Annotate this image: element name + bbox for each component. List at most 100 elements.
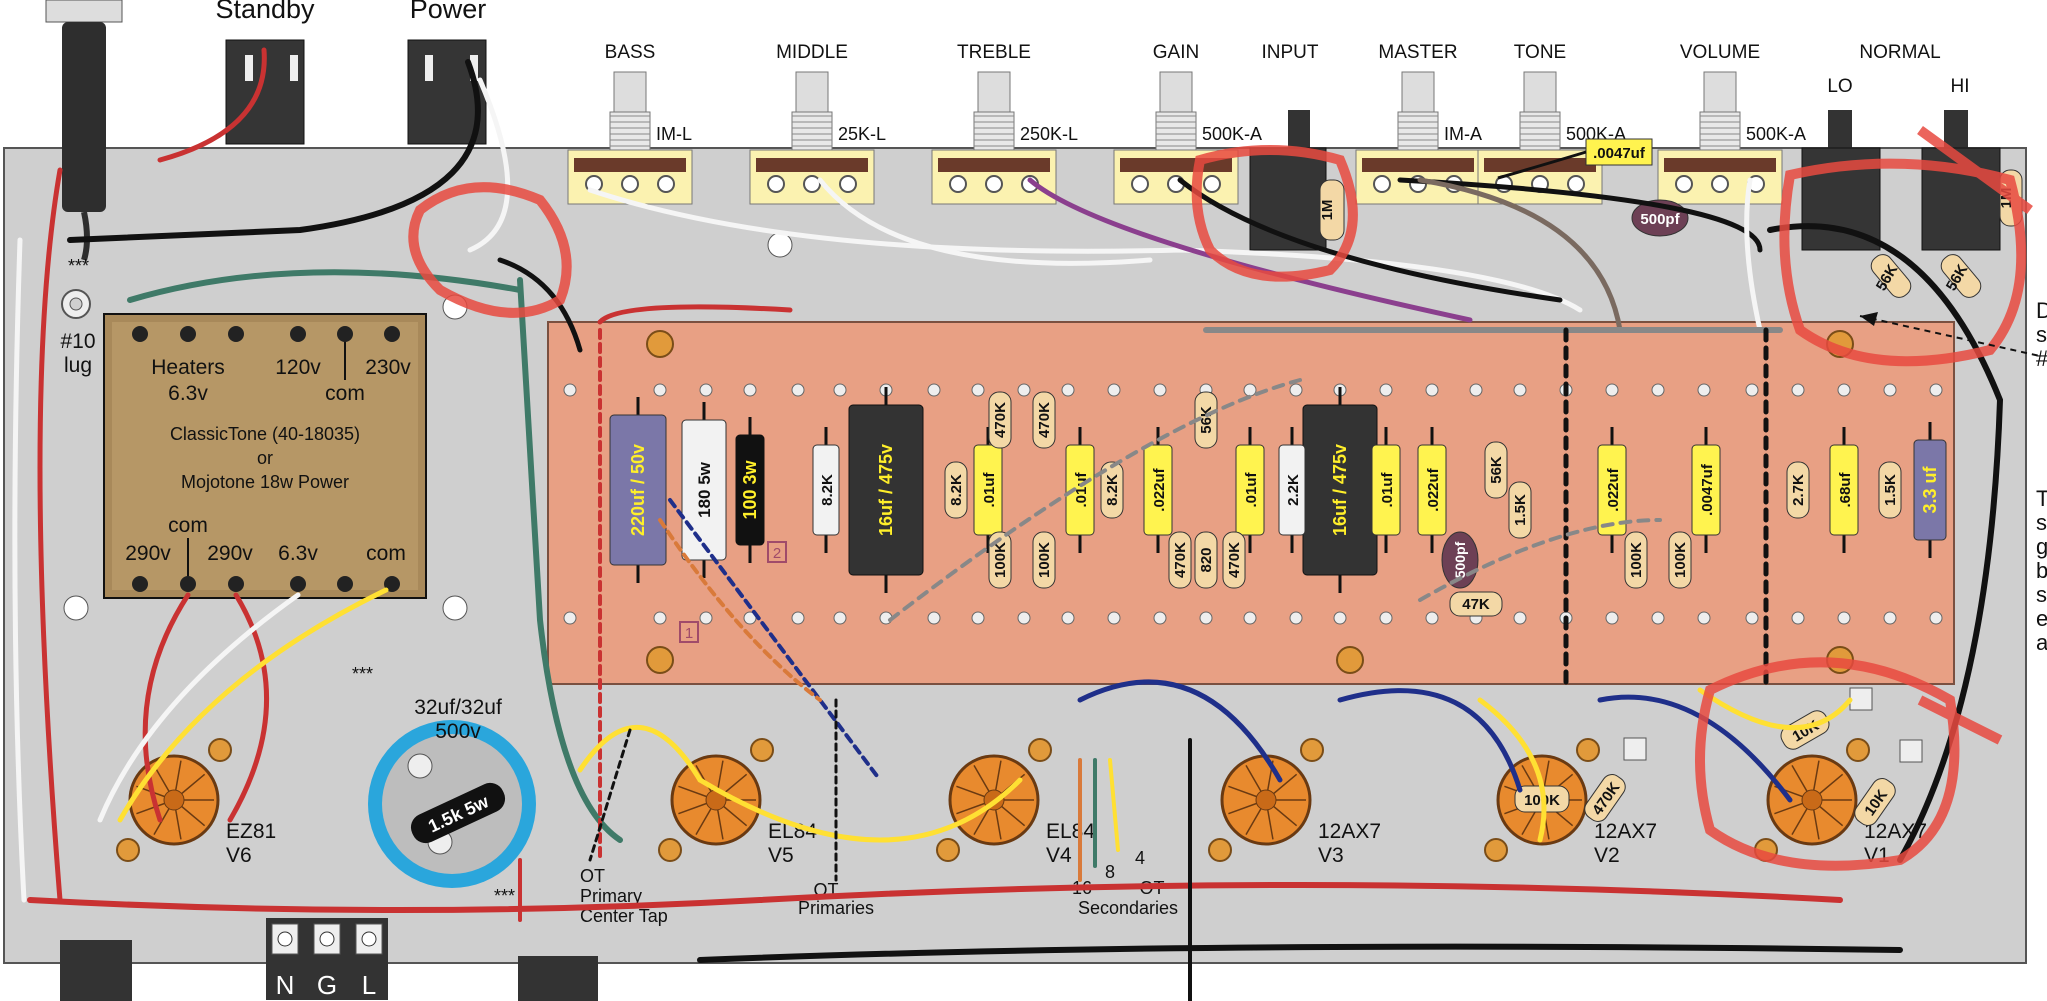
turret: [1199, 611, 1213, 625]
heaters-voltage: 6.3v: [168, 382, 208, 405]
side-note-char: s: [2036, 510, 2047, 535]
power-entry-n: N: [276, 970, 295, 1000]
pot-value: 500K-A: [1202, 124, 1262, 144]
turret: [1153, 383, 1167, 397]
turret: [1107, 383, 1121, 397]
svg-text:220uf / 50v: 220uf / 50v: [628, 444, 648, 536]
ot-center-tap-label: Center Tap: [580, 906, 668, 926]
power-label: Power: [410, 0, 487, 24]
turret: [653, 611, 667, 625]
turret: [1061, 611, 1075, 625]
filter-cap-can: 1.5k 5w 32uf/32uf 500v: [368, 696, 536, 888]
turret: [1017, 611, 1031, 625]
svg-text:16uf / 475v: 16uf / 475v: [876, 444, 896, 536]
resistor: 470K: [1032, 391, 1056, 449]
lo-jack[interactable]: [1828, 110, 1852, 150]
turret: [1791, 383, 1805, 397]
input-label: INPUT: [1262, 42, 1319, 63]
turret: [1651, 611, 1665, 625]
tube-position: V5: [768, 844, 794, 867]
pot-label: MASTER: [1378, 42, 1457, 63]
pot-label: GAIN: [1153, 42, 1199, 63]
resistor: 470K: [1168, 531, 1192, 589]
filter-cap-value: 32uf/32uf: [414, 696, 502, 719]
power-entry-g: G: [317, 970, 337, 1000]
turret: [833, 383, 847, 397]
turret: [1153, 611, 1167, 625]
svg-text:100K: 100K: [1672, 542, 1689, 578]
side-note-char: s: [2036, 322, 2047, 347]
bottom-com: com: [366, 542, 406, 565]
white-resistor-8k2: 8.2K: [812, 427, 840, 553]
svg-text:470K: 470K: [1036, 402, 1053, 438]
svg-text:2: 2: [773, 545, 781, 562]
pot-label: BASS: [605, 42, 656, 63]
tube-position: V3: [1318, 844, 1344, 867]
terminal-dot: [180, 576, 196, 592]
turret: [1425, 383, 1439, 397]
turret: [563, 383, 577, 397]
lo-label: LO: [1827, 76, 1852, 97]
turret: [653, 383, 667, 397]
tube-type: EZ81: [226, 820, 276, 843]
big-cap-3-3uf: 3.3 uf: [1913, 422, 1947, 558]
turret: [971, 611, 985, 625]
turret: [1883, 383, 1897, 397]
pot-value: 250K-L: [1020, 124, 1078, 144]
terminal-dot: [132, 326, 148, 342]
lug-label: #10: [60, 330, 95, 353]
wiring: [12, 47, 2004, 1001]
hex-nut: [1336, 646, 1364, 674]
lug-label-2: lug: [64, 354, 92, 377]
film-cap: .022uf: [1417, 427, 1447, 553]
film-cap: .68uf: [1829, 427, 1859, 553]
normal-label: NORMAL: [1859, 42, 1940, 63]
terminal-dot: [290, 326, 306, 342]
input-jack[interactable]: INPUT 1M: [1249, 42, 1345, 251]
hi-jack[interactable]: [1944, 110, 1968, 150]
hi-label: HI: [1951, 76, 1970, 97]
turret: [563, 611, 577, 625]
turret: [1837, 611, 1851, 625]
tube-position: V2: [1594, 844, 1620, 867]
resistor: 56K: [1484, 441, 1508, 499]
turret: [1333, 611, 1347, 625]
side-note-char: a: [2036, 630, 2047, 655]
terminal-dot: [384, 576, 400, 592]
transformer-alt: Mojotone 18w Power: [181, 472, 349, 492]
turret: [1425, 611, 1439, 625]
standby-switch[interactable]: Standby: [215, 0, 315, 145]
big-cap-16uf-b: 16uf / 475v: [1302, 387, 1378, 593]
power-switch[interactable]: Power: [407, 0, 487, 145]
lug-stars-3: ***: [494, 886, 515, 906]
v1-parts: 10K 10K: [1780, 687, 1923, 826]
svg-text:180 5w: 180 5w: [695, 461, 714, 518]
film-cap: .01uf: [1371, 427, 1401, 553]
svg-text:470K: 470K: [992, 402, 1009, 438]
marker-2: 2: [767, 541, 787, 563]
turret: [1513, 611, 1527, 625]
tube-type: 12AX7: [1594, 820, 1657, 843]
turret: [699, 611, 713, 625]
turret: [927, 383, 941, 397]
turret: [1243, 611, 1257, 625]
terminal-dot: [290, 576, 306, 592]
tap-4: 4: [1135, 848, 1145, 868]
svg-text:.022uf: .022uf: [1605, 467, 1622, 511]
turret-board: 220uf / 50v 16uf / 475v 16uf / 475v 3.3 uf 1…: [547, 321, 1955, 685]
bottom-290v-b: 290v: [207, 542, 253, 565]
ot-primary-label: Primary: [580, 886, 642, 906]
big-cap-220uf: 220uf / 50v: [609, 397, 667, 583]
svg-text:470K: 470K: [1172, 542, 1189, 578]
turret: [1605, 383, 1619, 397]
